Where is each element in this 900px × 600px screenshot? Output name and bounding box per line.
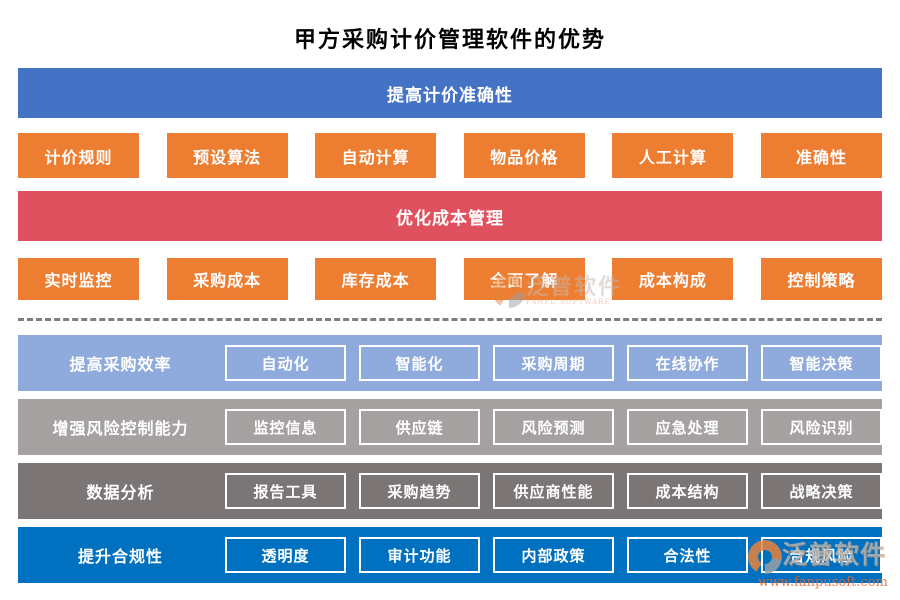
feature-block: 监控信息	[225, 409, 346, 445]
feature-block: 报告工具	[225, 473, 346, 509]
feature-block: 智能决策	[761, 345, 882, 381]
row-risk-control: 增强风险控制能力 监控信息 供应链 风险预测 应急处理 风险识别	[18, 399, 882, 455]
feature-block: 全面了解	[463, 258, 585, 300]
feature-block: 供应链	[359, 409, 480, 445]
row-items: 透明度 审计功能 内部政策 合法性 合规风险	[225, 537, 882, 573]
row-items: 自动化 智能化 采购周期 在线协作 智能决策	[225, 345, 882, 381]
feature-block: 人工计算	[612, 133, 734, 178]
feature-block: 自动化	[225, 345, 346, 381]
feature-block: 采购趋势	[359, 473, 480, 509]
feature-block: 智能化	[359, 345, 480, 381]
banner-pricing-accuracy: 提高计价准确性	[18, 68, 882, 118]
feature-block: 透明度	[225, 537, 346, 573]
page-title: 甲方采购计价管理软件的优势	[293, 27, 606, 53]
row-label: 增强风险控制能力	[52, 419, 189, 438]
feature-block: 在线协作	[627, 345, 748, 381]
row-data-analysis: 数据分析 报告工具 采购趋势 供应商性能 成本结构 战略决策	[18, 463, 882, 519]
feature-block: 实时监控	[18, 258, 139, 300]
feature-block: 采购成本	[166, 258, 288, 300]
row-label: 提高采购效率	[69, 355, 172, 374]
feature-block: 成本构成	[612, 258, 734, 300]
row-items: 报告工具 采购趋势 供应商性能 成本结构 战略决策	[225, 473, 882, 509]
feature-block: 合规风险	[761, 537, 882, 573]
feature-block: 采购周期	[493, 345, 614, 381]
pricing-accuracy-items: 计价规则 预设算法 自动计算 物品价格 人工计算 准确性	[18, 133, 882, 178]
feature-block: 预设算法	[166, 133, 288, 178]
feature-block: 计价规则	[18, 133, 139, 178]
feature-block: 自动计算	[315, 133, 437, 178]
feature-block: 风险识别	[761, 409, 882, 445]
cost-management-items: 实时监控 采购成本 库存成本 全面了解 成本构成 控制策略	[18, 258, 882, 300]
feature-block: 风险预测	[493, 409, 614, 445]
feature-block: 物品价格	[463, 133, 585, 178]
feature-block: 内部政策	[493, 537, 614, 573]
feature-block: 准确性	[760, 133, 882, 178]
feature-block: 合法性	[627, 537, 748, 573]
row-compliance: 提升合规性 透明度 审计功能 内部政策 合法性 合规风险	[18, 527, 882, 583]
row-label: 数据分析	[86, 483, 155, 502]
feature-block: 库存成本	[315, 258, 437, 300]
dashed-divider	[18, 318, 882, 321]
feature-block: 供应商性能	[493, 473, 614, 509]
row-procurement-efficiency: 提高采购效率 自动化 智能化 采购周期 在线协作 智能决策	[18, 335, 882, 391]
feature-block: 应急处理	[627, 409, 748, 445]
feature-block: 战略决策	[761, 473, 882, 509]
row-label: 提升合规性	[77, 547, 163, 566]
feature-block: 审计功能	[359, 537, 480, 573]
feature-block: 成本结构	[627, 473, 748, 509]
feature-block: 控制策略	[760, 258, 882, 300]
banner-cost-management: 优化成本管理	[18, 191, 882, 241]
row-items: 监控信息 供应链 风险预测 应急处理 风险识别	[225, 409, 882, 445]
